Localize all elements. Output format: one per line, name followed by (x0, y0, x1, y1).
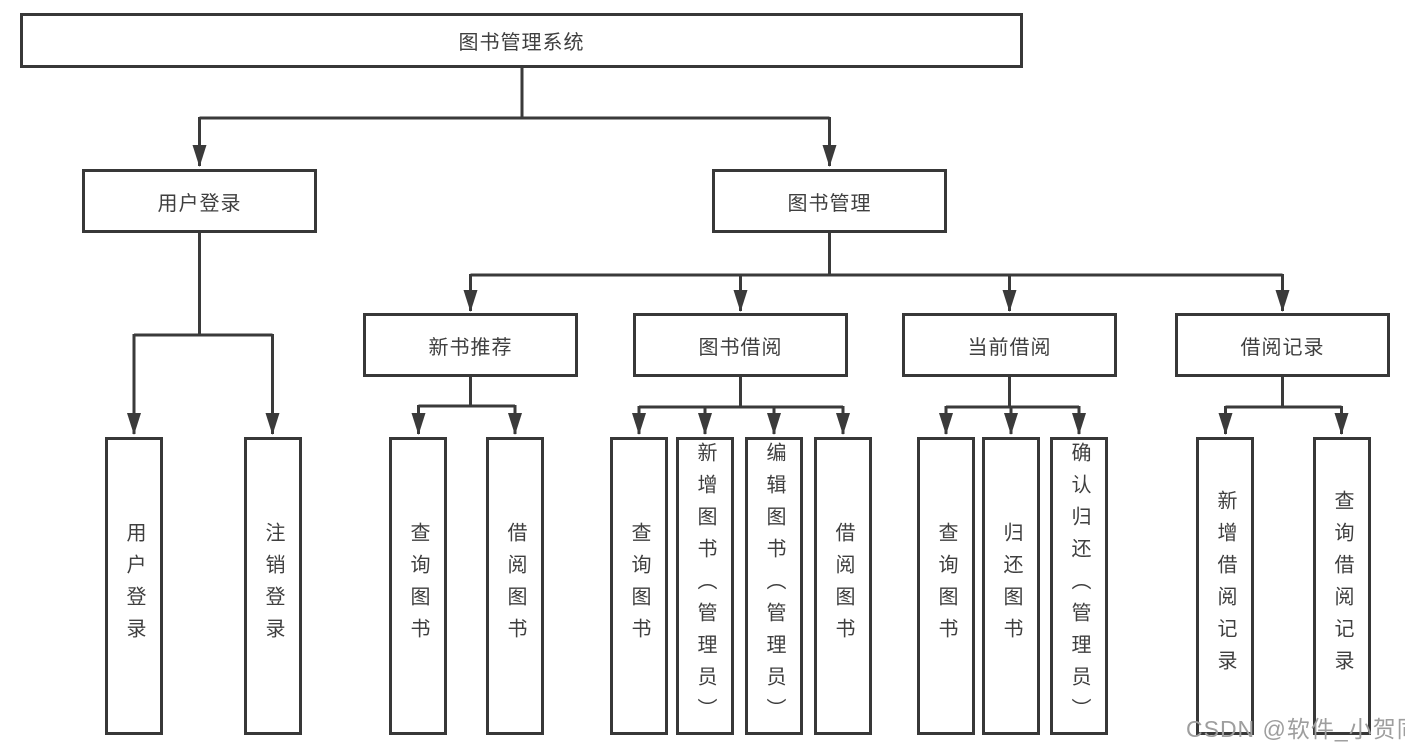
node-library-system: 图书管理系统 (20, 13, 1023, 68)
node-borrow-records: 借阅记录 (1175, 313, 1390, 377)
node-book-borrow-label: 图书借阅 (698, 336, 783, 359)
connector-recommend-to-leaves (411, 377, 522, 435)
leaf-query-books-recommend: 查询图书 (389, 437, 447, 735)
node-borrow-records-label: 借阅记录 (1240, 336, 1325, 359)
csdn-watermark: CSDN @软件_小贺同学 (1186, 716, 1405, 742)
leaf-query-books-current-label: 查询图书 (935, 522, 957, 650)
leaf-edit-books-admin: 编辑图书（管理员） (745, 437, 803, 735)
node-new-book-recommend-label: 新书推荐 (428, 336, 513, 359)
connector-current-to-leaves (939, 377, 1086, 435)
leaf-add-borrow-record: 新增借阅记录 (1196, 437, 1254, 735)
connector-records-to-leaves (1218, 377, 1349, 435)
node-library-system-label: 图书管理系统 (458, 32, 585, 54)
leaf-add-borrow-record-label: 新增借阅记录 (1214, 490, 1236, 682)
leaf-query-books-borrow-label: 查询图书 (628, 522, 650, 650)
connector-root-to-level2 (192, 68, 837, 167)
connector-borrow-to-leaves (632, 377, 850, 435)
leaf-add-books-admin-label: 新增图书（管理员） (694, 442, 716, 730)
node-current-borrow: 当前借阅 (902, 313, 1117, 377)
node-user-login-label: 用户登录 (157, 192, 242, 215)
leaf-logout-label: 注销登录 (262, 522, 284, 650)
connector-management-to-level3 (463, 233, 1290, 312)
leaf-confirm-return-admin: 确认归还（管理员） (1050, 437, 1108, 735)
leaf-borrow-books-recommend: 借阅图书 (486, 437, 544, 735)
leaf-confirm-return-admin-label: 确认归还（管理员） (1068, 442, 1090, 730)
leaf-return-books-label: 归还图书 (1000, 522, 1022, 650)
node-book-borrow: 图书借阅 (633, 313, 848, 377)
leaf-user-login: 用户登录 (105, 437, 163, 735)
leaf-query-books-current: 查询图书 (917, 437, 975, 735)
node-new-book-recommend: 新书推荐 (363, 313, 578, 377)
node-user-login: 用户登录 (82, 169, 317, 233)
leaf-borrow-books-label: 借阅图书 (832, 522, 854, 650)
leaf-return-books: 归还图书 (982, 437, 1040, 735)
node-book-management-label: 图书管理 (787, 192, 872, 215)
node-current-borrow-label: 当前借阅 (967, 336, 1052, 359)
leaf-logout: 注销登录 (244, 437, 302, 735)
leaf-query-borrow-record-label: 查询借阅记录 (1331, 490, 1353, 682)
leaf-query-borrow-record: 查询借阅记录 (1313, 437, 1371, 735)
leaf-query-books-recommend-label: 查询图书 (407, 522, 429, 650)
connector-login-to-leaves (127, 233, 280, 435)
leaf-edit-books-admin-label: 编辑图书（管理员） (763, 442, 785, 730)
leaf-query-books-borrow: 查询图书 (610, 437, 668, 735)
leaf-add-books-admin: 新增图书（管理员） (676, 437, 734, 735)
leaf-borrow-books: 借阅图书 (814, 437, 872, 735)
node-book-management: 图书管理 (712, 169, 947, 233)
leaf-borrow-books-recommend-label: 借阅图书 (504, 522, 526, 650)
leaf-user-login-label: 用户登录 (123, 522, 145, 650)
